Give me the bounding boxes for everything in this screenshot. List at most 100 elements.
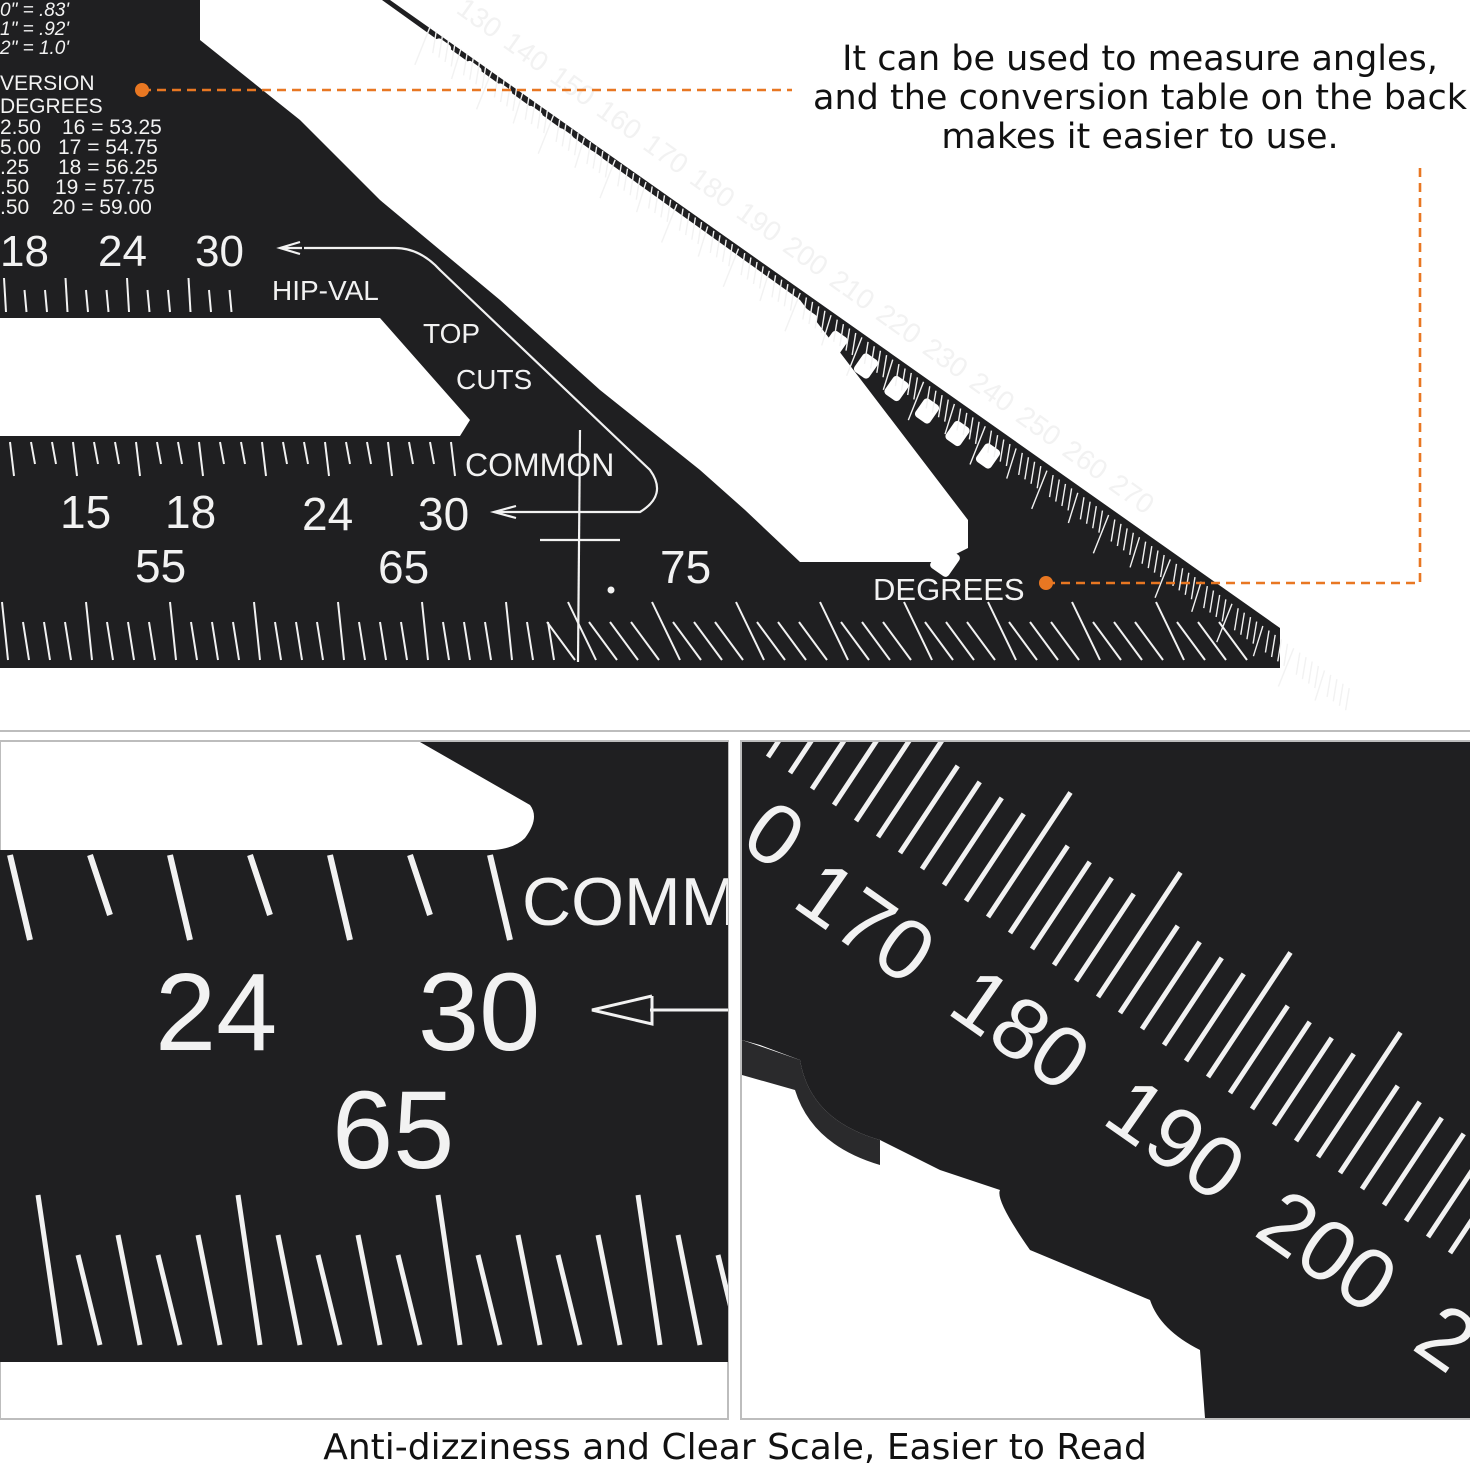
bottom-tick (1197, 621, 1227, 661)
bottom-tick (400, 621, 408, 661)
hyp-tick (561, 124, 567, 147)
zoom-tick (247, 854, 273, 916)
hyp-number: 170 (638, 128, 694, 180)
zoom-tick (1139, 940, 1202, 1031)
hyp-tick (1314, 670, 1326, 701)
hyp-tick (647, 186, 653, 209)
hyp-tick (598, 150, 604, 174)
mid-tick (345, 441, 351, 465)
zoom-tick (1359, 1100, 1422, 1191)
bottom-tick (1029, 621, 1059, 661)
hyp-tick (956, 408, 962, 431)
hyp-tick (512, 88, 518, 111)
hyp-tick (1252, 621, 1258, 644)
zoom-tick (75, 1254, 103, 1346)
hyp-tick (722, 248, 740, 288)
hyp-tick (1085, 501, 1091, 524)
notch (930, 546, 960, 577)
zoom-tick (875, 742, 944, 839)
hyp-tick (1216, 603, 1233, 643)
zoom-tick (155, 1254, 183, 1346)
pivot-dot (607, 586, 615, 594)
hyp-tick (1314, 665, 1320, 689)
upper-tick (228, 289, 233, 313)
degree-row: 55 65 75 (135, 540, 711, 593)
hyp-tick (1159, 554, 1165, 578)
upper-tick (44, 289, 48, 313)
hypotenuse-ticks (414, 26, 1350, 711)
bottom-tick (777, 621, 807, 661)
hyp-tick (438, 35, 444, 58)
feet-row: 0" = .83' (0, 0, 70, 21)
hyp-tick (1116, 523, 1122, 547)
upper-tick (64, 277, 69, 313)
hyp-tick (1190, 577, 1196, 600)
conversion-heading: DEGREES (0, 95, 103, 118)
conversion-value: .50 (0, 196, 29, 219)
hyp-number: 150 (545, 60, 601, 112)
hyp-tick (709, 230, 715, 254)
zoom-tick (515, 1234, 543, 1346)
hyp-tick (906, 372, 912, 396)
bottom-tick (274, 621, 282, 661)
hyp-number: 130 (452, 0, 508, 44)
bottom-tick (798, 621, 828, 661)
notch (300, 88, 330, 120)
hyp-tick (1048, 474, 1054, 498)
zoom-tick (1315, 1031, 1403, 1159)
zoom-tick (1227, 1004, 1290, 1095)
bottom-tick (567, 601, 597, 661)
hyp-tick (1277, 639, 1283, 662)
hyp-tick (752, 261, 758, 285)
upper-tick (208, 289, 212, 313)
conversion-value: 2.50 (0, 116, 41, 139)
notch (384, 149, 414, 181)
bottom-tick (1218, 621, 1248, 661)
hyp-tick (1024, 457, 1030, 480)
zoom-tick (315, 1254, 343, 1346)
hyp-tick (931, 390, 937, 413)
hyp-tick (1147, 545, 1153, 569)
zoom-tick (35, 1194, 63, 1346)
zoom-tick (435, 1194, 463, 1346)
zoom-tick (1403, 1132, 1466, 1223)
hyp-tick (839, 323, 845, 347)
hyp-tick (1307, 661, 1313, 684)
hyp-tick (882, 355, 888, 378)
hyp-tick (974, 421, 980, 444)
conversion-value: 18 = 56.25 (58, 156, 158, 179)
hyp-tick (715, 235, 721, 258)
hyp-tick (1129, 537, 1141, 568)
hyp-tick (1129, 532, 1134, 555)
feet-conversion: 0" = .83' 1" = .92' 2" = 1.0' (0, 0, 70, 59)
hyp-tick (1221, 599, 1227, 622)
hyp-tick (469, 57, 474, 80)
mid-tick (450, 441, 456, 477)
bottom-tick (861, 621, 891, 661)
notch (678, 363, 708, 394)
hyp-tick (1338, 683, 1344, 706)
zoom-arrow (591, 994, 728, 1026)
hyp-tick (1246, 617, 1252, 640)
notch (701, 240, 726, 267)
bottom-tick (1134, 621, 1164, 661)
notch (216, 27, 246, 59)
bottom-tick (693, 621, 723, 661)
hyp-tick (1344, 688, 1350, 711)
hyp-tick (851, 332, 857, 356)
hyp-tick (1005, 443, 1011, 467)
bottom-tick (1, 601, 9, 661)
hyp-tick (530, 101, 536, 125)
mid-tick (261, 441, 267, 477)
common-label: COMMON (465, 447, 614, 483)
bottom-tick (169, 601, 177, 661)
hyp-tick (450, 44, 456, 67)
notch (640, 195, 665, 222)
conversion-value: .25 (0, 156, 29, 179)
hyp-tick (684, 212, 690, 236)
hyp-tick (845, 328, 851, 351)
zoom-right: 0 170 180 190 200 2 (742, 742, 1470, 1418)
hyp-tick (629, 173, 635, 196)
notch (510, 241, 540, 272)
hyp-tick (759, 270, 771, 302)
